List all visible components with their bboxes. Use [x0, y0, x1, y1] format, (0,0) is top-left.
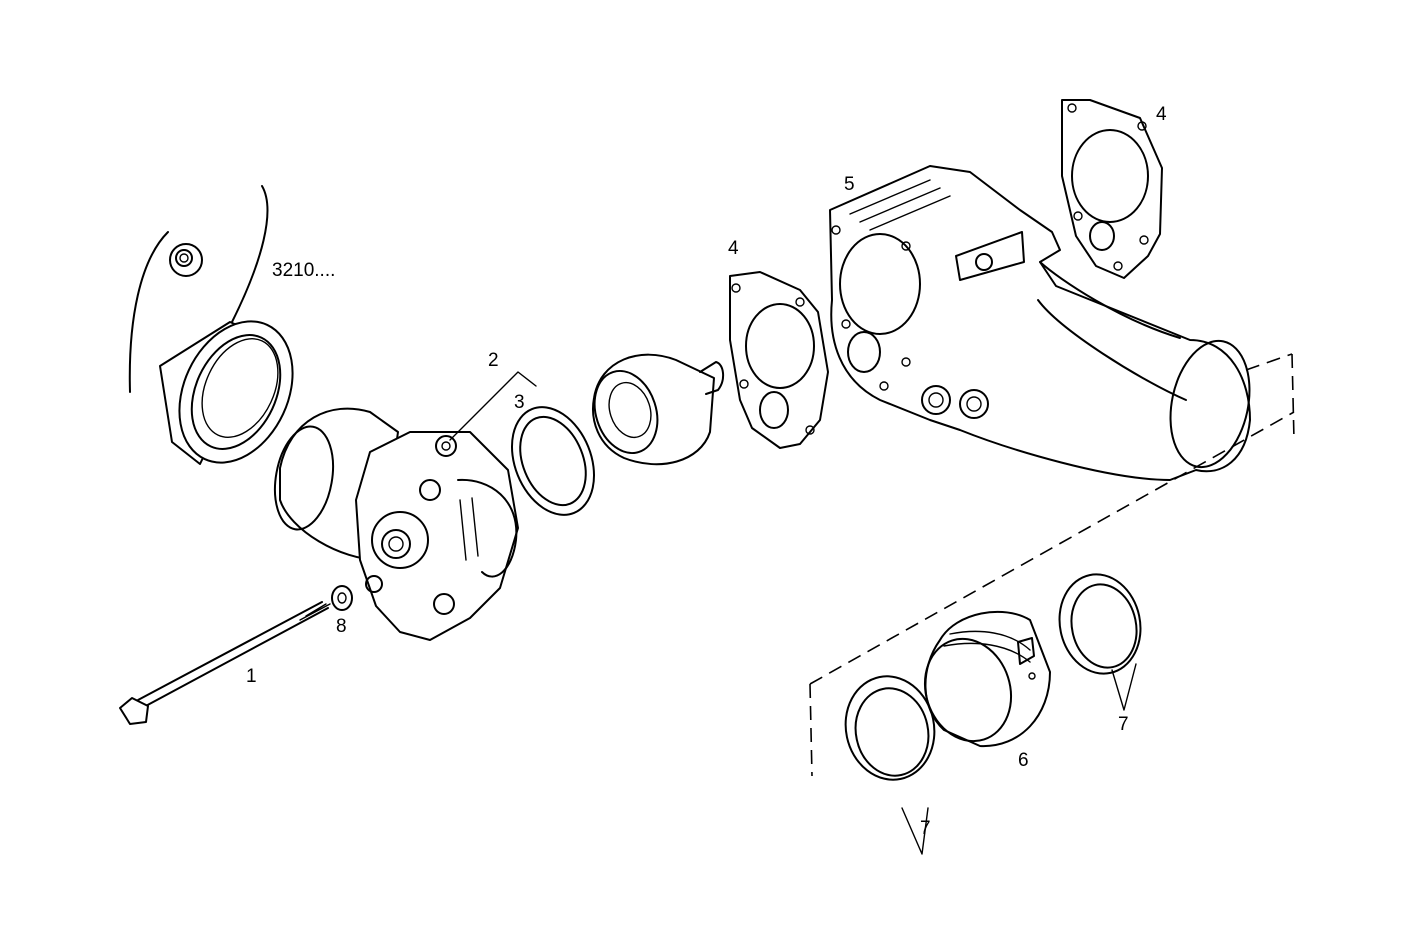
gasket-right: [1061, 99, 1163, 279]
label-ring: 3: [514, 392, 525, 413]
label-seal-left: 7: [920, 818, 931, 839]
long-screw: [119, 601, 331, 725]
label-gasket-right: 4: [1156, 104, 1167, 125]
thermostat-body: [592, 353, 724, 466]
seal-rings-left: [844, 675, 936, 781]
label-screw: 1: [246, 666, 257, 687]
engine-sleeve: [159, 320, 294, 465]
connector: [923, 610, 1051, 748]
leader-lines: [449, 371, 1137, 855]
label-seal-right: 7: [1118, 714, 1129, 735]
gasket-left: [729, 271, 829, 449]
label-gasket-left: 4: [728, 238, 739, 259]
label-engine-ref: 3210....: [272, 260, 335, 281]
label-nut: 8: [336, 616, 347, 637]
nut: [331, 585, 353, 611]
engine-plug: [169, 243, 203, 277]
label-pump-housing: 2: [488, 350, 499, 371]
seal-rings-right: [1058, 573, 1142, 675]
pump-housing: [273, 407, 519, 641]
label-manifold: 5: [844, 174, 855, 195]
o-ring: [510, 406, 596, 516]
engine-block-outline: [128, 185, 269, 393]
callout-labels: 3210.... 1 2 3 4 4 5 6 7 7 8: [246, 104, 1167, 839]
detail-box: [809, 353, 1295, 777]
label-connector: 6: [1018, 750, 1029, 771]
manifold: [829, 165, 1251, 481]
